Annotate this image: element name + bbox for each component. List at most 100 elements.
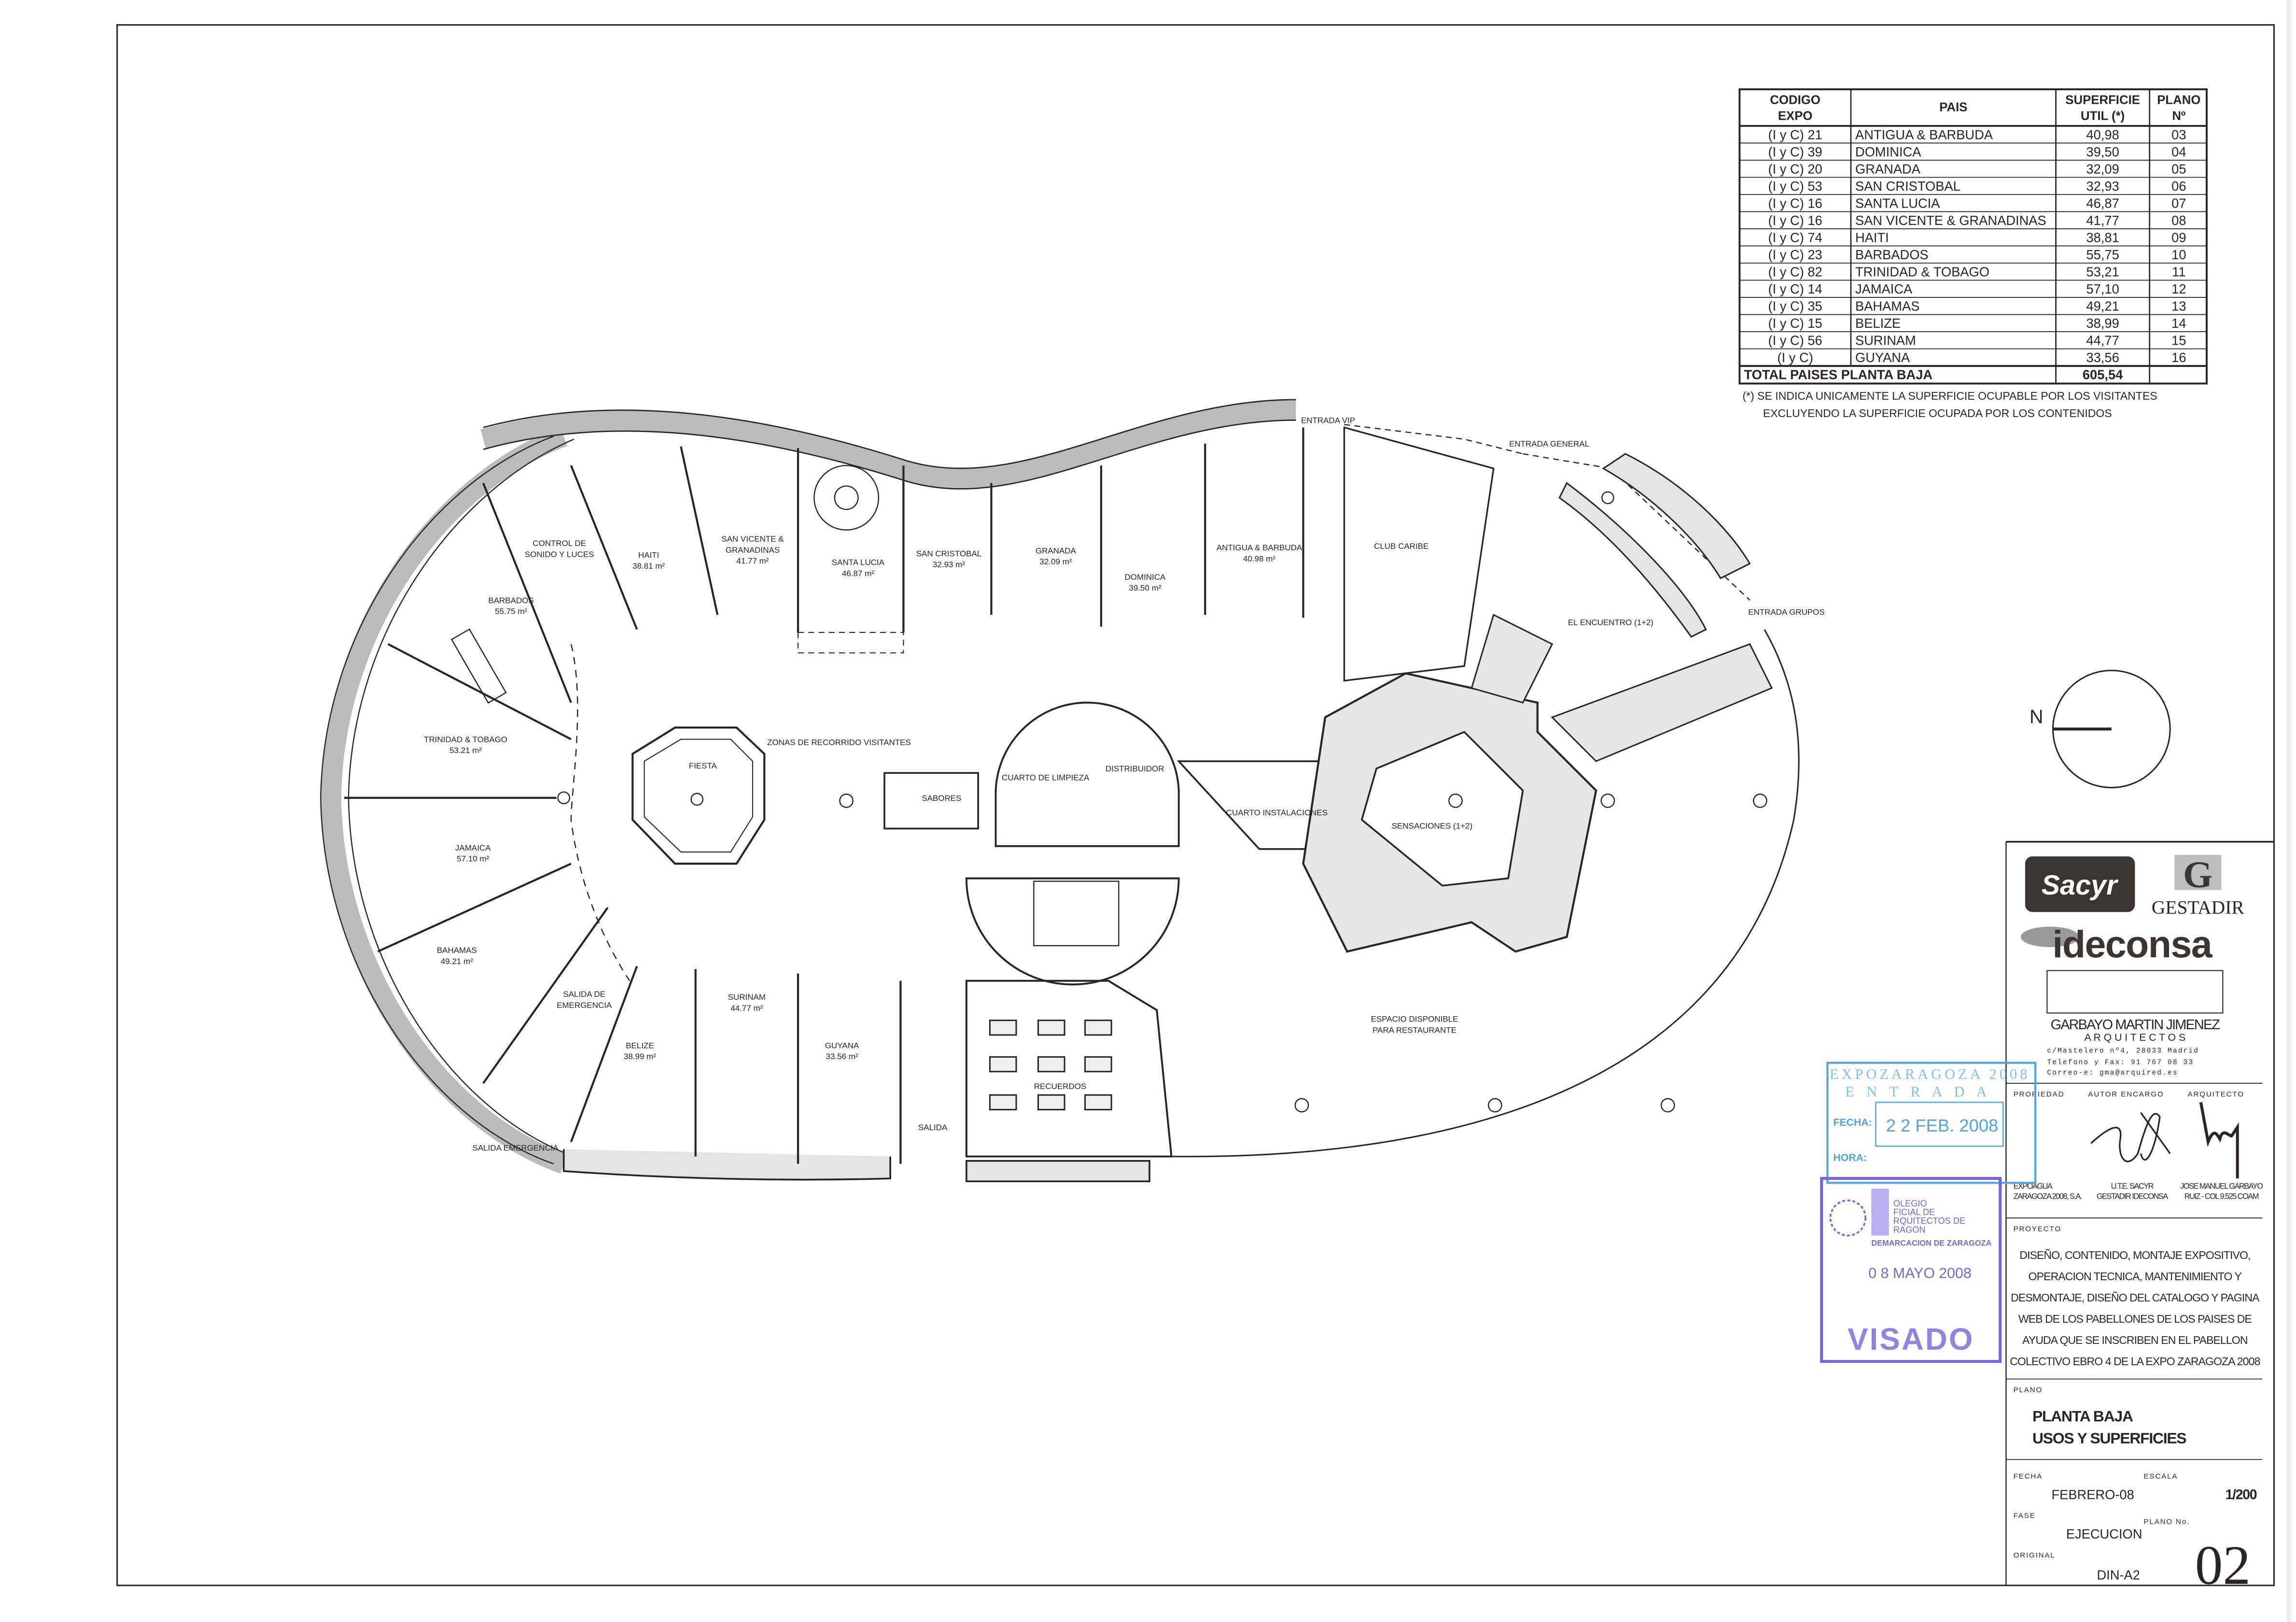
cell-plano: 12 — [2171, 281, 2186, 296]
escala-value: 1/200 — [2226, 1487, 2257, 1502]
architect-signature — [2199, 1102, 2239, 1179]
room-label-line: ENTRADA VIP — [1301, 416, 1355, 425]
cell-superficie: 46,87 — [2086, 196, 2119, 211]
autor-label: AUTOR ENCARGO — [2088, 1090, 2164, 1098]
ideconsa-logo: ideconsa — [2020, 923, 2213, 965]
svg-text:0 8 MAYO 2008: 0 8 MAYO 2008 — [1868, 1265, 1971, 1281]
room-label: SENSACIONES (1+2) — [1392, 821, 1472, 830]
room-label-line: DISTRIBUIDOR — [1106, 764, 1164, 773]
propiedad-name-2: ZARAGOZA 2008, S.A. — [2014, 1192, 2082, 1201]
svg-text:ideconsa: ideconsa — [2052, 923, 2212, 965]
cell-superficie: 49,21 — [2086, 299, 2119, 314]
cell-pais: ANTIGUA & BARBUDA — [1855, 127, 1993, 142]
north-label: N — [2030, 706, 2043, 727]
cell-pais: DOMINICA — [1855, 144, 1921, 159]
svg-text:VISADO: VISADO — [1848, 1322, 1974, 1356]
room-label-line: 49.21 m² — [441, 957, 473, 966]
room-label-line: 53.21 m² — [449, 746, 482, 755]
room-label-line: GRANADINAS — [726, 545, 780, 555]
cell-plano: 13 — [2171, 299, 2186, 314]
room-label: SALIDA EMERGENCIA — [473, 1144, 559, 1153]
escala-label: ESCALA — [2144, 1472, 2178, 1481]
room-label-line: BAHAMAS — [437, 946, 477, 955]
cell-plano: 08 — [2171, 213, 2186, 228]
cell-superficie: 40,98 — [2086, 127, 2119, 142]
title-block: Sacyr G GESTADIR ideconsa GARBAYO MARTIN… — [2005, 840, 2274, 1596]
cell-superficie: 55,75 — [2086, 247, 2119, 262]
cell-codigo: (I y C) — [1778, 350, 1813, 365]
cell-plano: 04 — [2171, 144, 2186, 159]
architects-name: GARBAYO MARTIN JIMENEZ — [2051, 1017, 2220, 1033]
room-label-line: GUYANA — [825, 1041, 859, 1050]
cell-codigo: (I y C) 39 — [1768, 144, 1822, 159]
room-label-line: CONTROL DE — [532, 539, 586, 548]
room-label-line: SALIDA EMERGENCIA — [473, 1144, 559, 1153]
room-label-line: FIESTA — [689, 761, 717, 770]
proyecto-line: DESMONTAJE, DISEÑO DEL CATALOGO Y PAGINA — [2011, 1291, 2260, 1304]
room-label: SALIDA — [918, 1123, 948, 1132]
proyecto-line: COLECTIVO EBRO 4 DE LA EXPO ZARAGOZA 200… — [2010, 1355, 2260, 1368]
cell-codigo: (I y C) 23 — [1768, 247, 1822, 262]
surface-table: CODIGO EXPO PAIS SUPERFICIE UTIL (*) PLA… — [1738, 88, 2208, 419]
svg-text:OLEGIO: OLEGIO — [1893, 1199, 1927, 1208]
cell-pais: BELIZE — [1855, 316, 1901, 331]
cell-plano: 07 — [2171, 196, 2186, 211]
autor-name-2: GESTADIR IDECONSA — [2097, 1192, 2168, 1201]
room-label-line: 44.77 m² — [730, 1004, 763, 1013]
room-label: DISTRIBUIDOR — [1106, 764, 1164, 773]
original-value: DIN-A2 — [2097, 1567, 2140, 1582]
cell-plano: 03 — [2171, 127, 2186, 142]
cell-plano: 05 — [2171, 161, 2186, 176]
svg-text:EXPOZARAGOZA 2008: EXPOZARAGOZA 2008 — [1830, 1066, 2030, 1082]
original-label: ORIGINAL — [2014, 1552, 2056, 1560]
room-label-line: RECUERDOS — [1034, 1082, 1086, 1091]
room-label-line: 40.98 m² — [1243, 554, 1275, 563]
room-label-line: DOMINICA — [1125, 573, 1166, 582]
room-label: BAHAMAS 49.21 m² — [437, 946, 477, 966]
svg-text:GESTADIR: GESTADIR — [2152, 896, 2244, 918]
cell-pais: HAITI — [1855, 230, 1889, 245]
fase-label: FASE — [2014, 1512, 2036, 1520]
room-label-line: EMERGENCIA — [557, 1001, 612, 1010]
cell-pais: SAN VICENTE & GRANADINAS — [1855, 213, 2046, 228]
cell-pais: BAHAMAS — [1855, 299, 1919, 314]
propiedad-label: PROPIEDAD — [2014, 1090, 2065, 1098]
room-label-line: 38.81 m² — [632, 561, 665, 571]
room-label: CUARTO DE LIMPIEZA — [1002, 773, 1090, 782]
room-label-line: CUARTO INSTALACIONES — [1226, 808, 1328, 817]
cell-plano: 16 — [2171, 350, 2186, 365]
fiesta-octagon — [631, 727, 766, 865]
architects-phone: Telefono y Fax: 91 767 08 33 — [2047, 1059, 2194, 1067]
room-label-line: 57.10 m² — [457, 854, 489, 864]
cell-pais: GUYANA — [1855, 350, 1910, 365]
header-pais: PAIS — [1939, 100, 1967, 114]
cell-pais: SANTA LUCIA — [1855, 196, 1940, 211]
room-label-line: ENTRADA GRUPOS — [1748, 608, 1824, 617]
room-label-line: SAN VICENTE & — [721, 534, 784, 544]
architects-address: c/Mastelero nº4, 28033 Madrid — [2047, 1047, 2199, 1055]
room-label-line: ESPACIO DISPONIBLE — [1371, 1015, 1458, 1024]
room-label-line: BELIZE — [626, 1041, 654, 1050]
room-label: CUARTO INSTALACIONES — [1226, 808, 1328, 817]
room-label-line: ANTIGUA & BARBUDA — [1217, 543, 1302, 552]
plano-no-label: PLANO No. — [2144, 1518, 2190, 1526]
bottom-wall-center — [966, 1160, 1150, 1183]
author-signature — [2090, 1112, 2171, 1162]
cell-superficie: 39,50 — [2086, 144, 2119, 159]
bottom-wall-left — [562, 1149, 891, 1181]
room-label-line: SALIDA — [918, 1123, 948, 1132]
cell-superficie: 57,10 — [2086, 281, 2119, 296]
room-label: ZONAS DE RECORRIDO VISITANTES — [767, 738, 911, 747]
north-arrow: N — [2030, 670, 2171, 788]
room-label-line: SANTA LUCIA — [832, 558, 885, 567]
